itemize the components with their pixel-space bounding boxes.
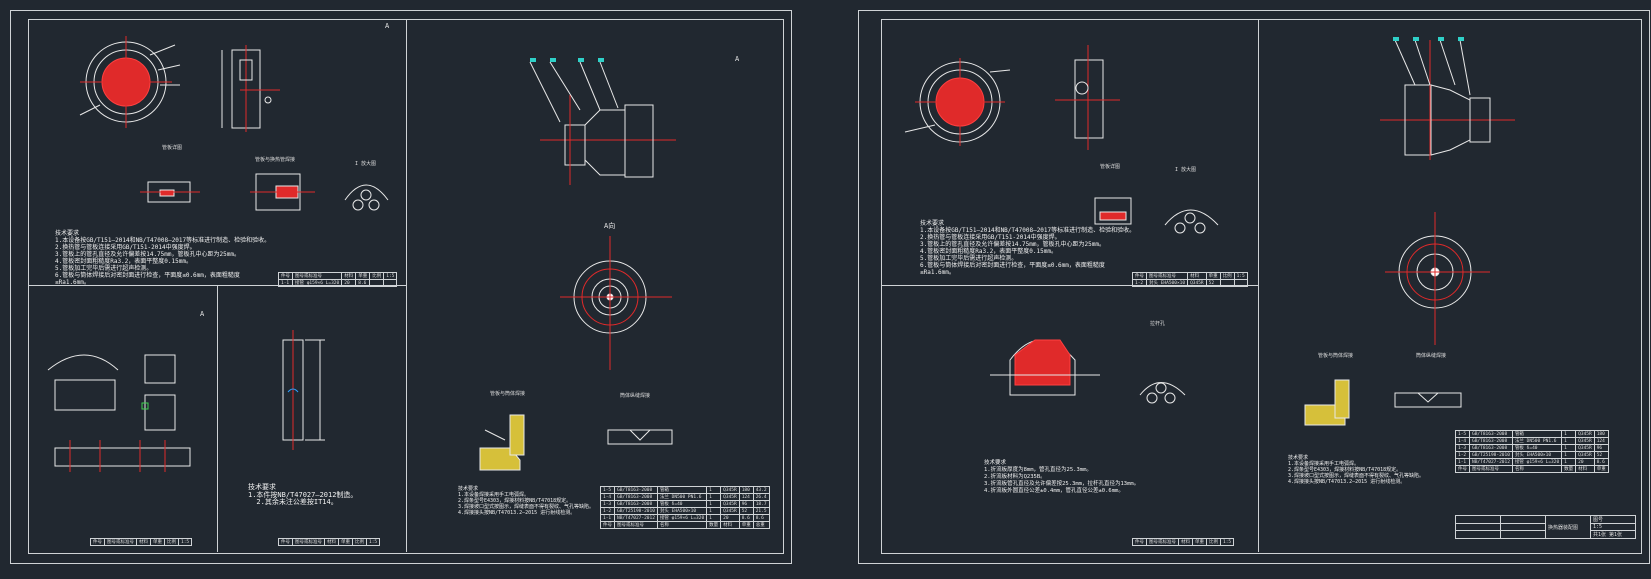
tube-sheet-side-view	[221, 45, 280, 132]
section-label-enlarged: I 放大图	[355, 161, 377, 167]
right-nozzle-callouts	[1393, 37, 1464, 41]
nozzle-callouts	[530, 58, 604, 62]
drawing-title: 换热器装配图	[1545, 515, 1591, 539]
right-notes-bottom-right: 技术要求 1.本设备焊接采用手工电弧焊。 2.焊条型号E4303，焊接材料按NB…	[1288, 455, 1425, 485]
flange-face-view	[560, 236, 672, 370]
detail-section-2	[250, 173, 315, 211]
table-header-row: 件号图号或标准号名称数量材料单重	[1455, 465, 1609, 473]
right-notes-bottom-left: 技术要求 1.折流板厚度为8mm，管孔直径为25.3mm。 2.折流板材料为Q2…	[984, 460, 1140, 494]
weld-detail-flange	[479, 414, 525, 471]
right-drawing-sheet	[858, 10, 1650, 564]
left-divider-lower	[217, 285, 218, 552]
section-label-tube-sheet: 管板详图	[162, 145, 183, 151]
right-baffle-plate	[990, 339, 1100, 396]
right-tube-sheet-plan	[904, 58, 1011, 146]
right-detail-tie-rod-hole	[1139, 382, 1186, 404]
right-section-label-2: I 放大图	[1175, 167, 1197, 173]
right-nozzle-elevation	[1380, 39, 1515, 160]
weld-label-flange: 管板与筒体焊接	[490, 391, 526, 397]
section-label-tube-weld: 管板与换热管焊接	[255, 157, 296, 163]
table-header-row: 件号图号或标准号名称数量材料单重总重	[600, 521, 770, 529]
right-drawing-frame	[881, 19, 1642, 554]
drawing-sheet-count: 共1张 第1张	[1590, 530, 1636, 539]
north-arrow-bottom: A	[200, 310, 205, 318]
left-notes-bottom-right: 技术要求 1.本设备焊接采用手工电弧焊。 2.焊条型号E4303，焊接材料按NB…	[458, 486, 595, 516]
left-notes-bottom-mid: 技术要求 1.本件按NB/T47027—2012制造。 2.其余未注公差按IT1…	[248, 483, 358, 506]
baffle-saddle-view	[47, 354, 191, 472]
right-detail-enlarged-I	[1164, 209, 1219, 234]
right-weld-label-1: 管板与筒体焊接	[1318, 353, 1354, 359]
right-weld-detail-seam	[1394, 392, 1462, 408]
right-weld-label-2: 筒体纵缝焊接	[1416, 353, 1447, 359]
drawing-number: 图号	[1590, 515, 1636, 524]
right-flange-face	[1385, 212, 1490, 345]
right-section-label-1: 管板详图	[1100, 164, 1121, 170]
right-notes-top: 技术要求 1.本设备按GB/T151—2014和NB/T47008—2017等标…	[920, 220, 1136, 276]
right-weld-detail-flange	[1304, 379, 1350, 426]
left-notes-top: 技术要求 1.本设备按GB/T151—2014和NB/T47008—2017等标…	[55, 230, 271, 286]
left-divider-main	[406, 19, 407, 552]
left-drawing-sheet	[10, 10, 792, 564]
nozzle-elevation-view	[529, 61, 676, 185]
detail-section-1	[140, 181, 200, 203]
drawing-scale: 1:5	[1590, 523, 1636, 531]
right-divider-horizontal	[881, 285, 1258, 286]
north-arrow-top-right: A	[735, 55, 740, 63]
north-arrow-top-left: A	[385, 22, 390, 30]
right-tube-sheet-side	[1055, 45, 1120, 150]
tie-rod-view	[282, 330, 325, 450]
detail-enlarged-I	[344, 184, 389, 211]
view-label-a: A向	[604, 222, 616, 230]
right-detail-section	[1094, 197, 1132, 225]
right-section-label-3: 拉杆孔	[1150, 321, 1166, 327]
title-block: 换热器装配图 图号 1:5 共1张 第1张	[1455, 515, 1636, 539]
tube-sheet-plan-view	[79, 36, 181, 128]
weld-label-seam: 筒体纵缝焊接	[620, 393, 651, 399]
right-divider-main	[1258, 19, 1259, 552]
weld-detail-seam	[607, 429, 673, 445]
